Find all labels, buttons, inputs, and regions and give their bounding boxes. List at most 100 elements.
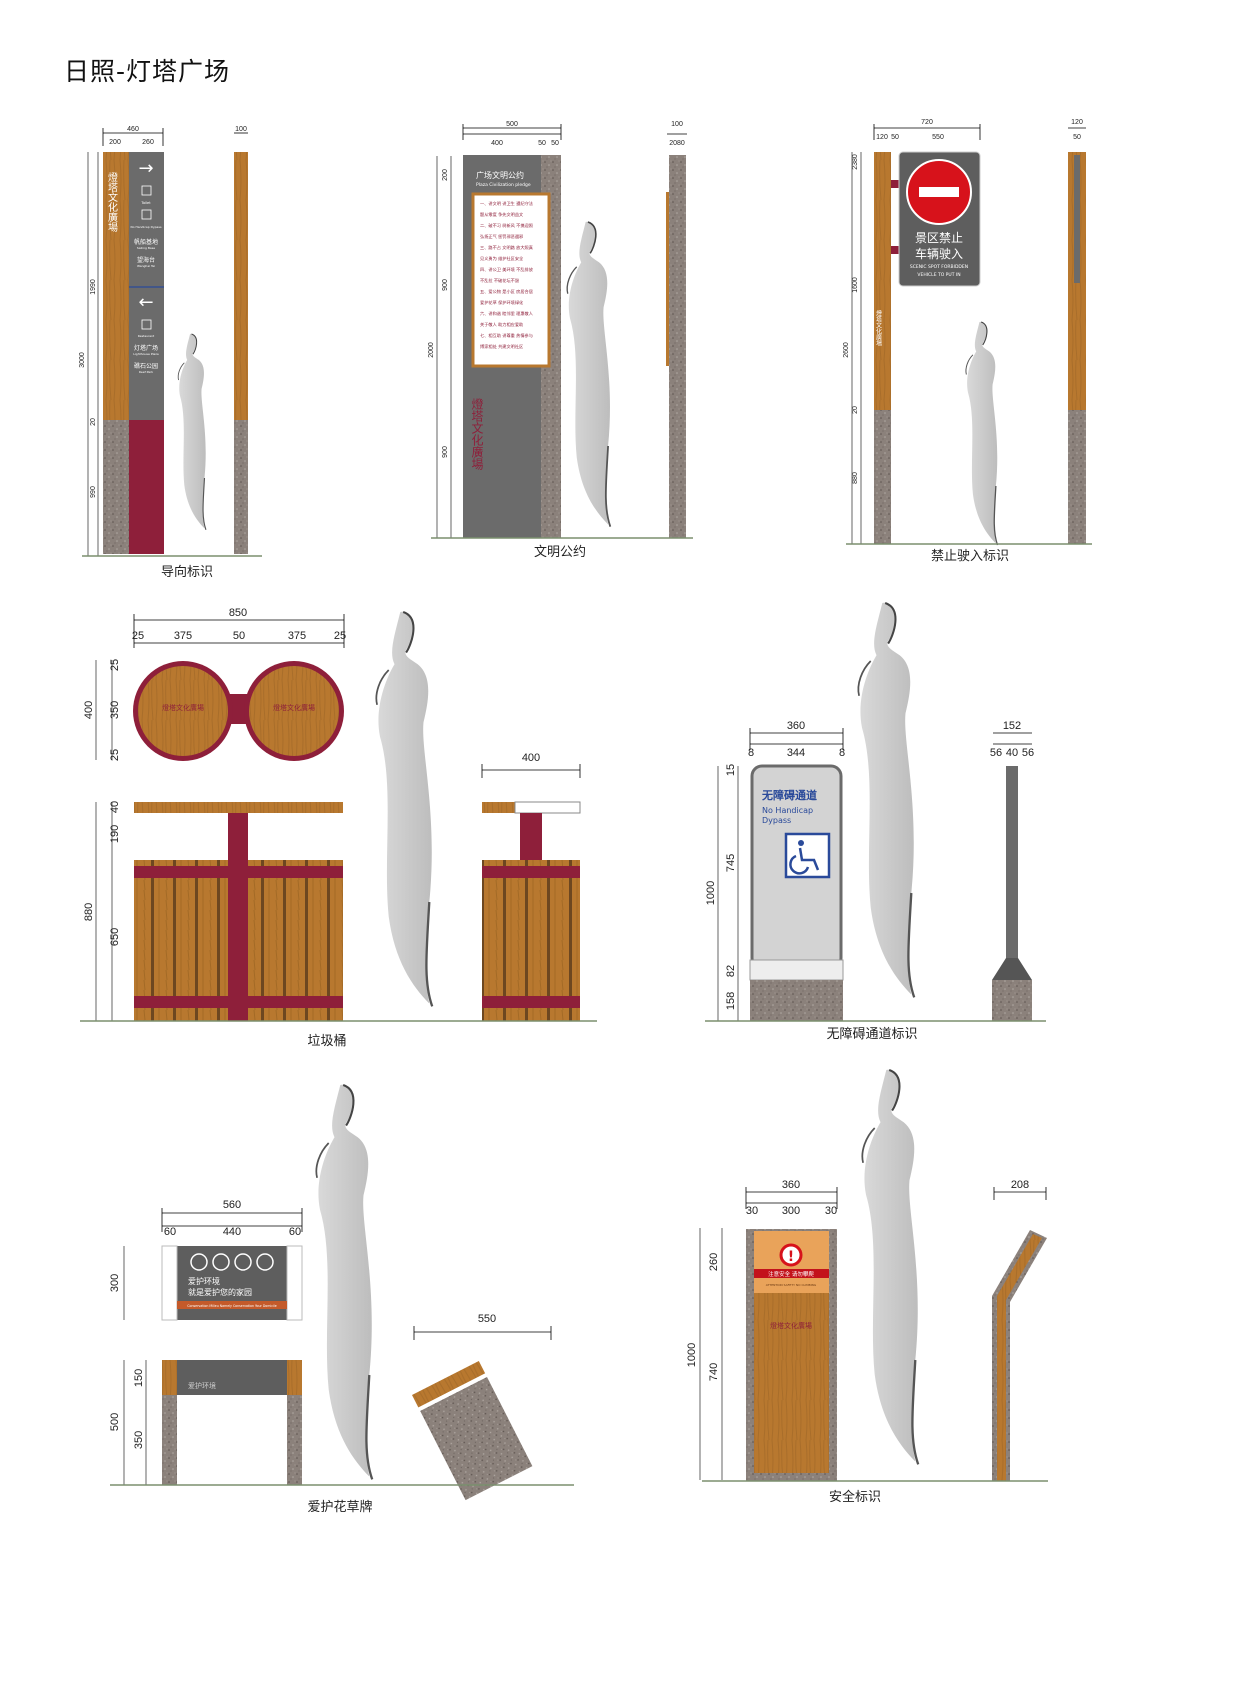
side-wood — [234, 152, 248, 420]
lawn-line1: 爱护环境 — [188, 1276, 220, 1286]
lawn-side — [412, 1360, 533, 1501]
dim-label: 50 — [551, 140, 559, 147]
dim-label: 440 — [223, 1226, 241, 1238]
pledge-line: 六、讲和谐 睦邻里 理惠敬人 — [480, 310, 534, 317]
brand-vertical: 燈塔文化廣場 — [106, 172, 118, 233]
dim-label: 1000 — [705, 881, 717, 905]
pledge-line: 二、破不习 树新风 不携迎照 — [480, 222, 533, 229]
granite-base — [874, 410, 891, 544]
pledge-line: 一、讲文明 讲卫生 遵纪守法 — [480, 200, 533, 207]
dim-label: 550 — [932, 134, 944, 141]
side-granite — [1068, 410, 1086, 544]
lid-brand: 燈塔文化廣場 — [162, 703, 204, 712]
dim-label: 60 — [289, 1226, 301, 1238]
dim-label: 150 — [133, 1369, 145, 1387]
dim-label: 56 — [990, 747, 1002, 759]
caption: 爱护花草牌 — [307, 1499, 372, 1515]
granite-base — [750, 980, 843, 1021]
grey-panel — [129, 152, 164, 420]
dim-label: 500 — [506, 121, 518, 128]
entry-cn: 帆船基地 — [134, 238, 158, 246]
prohibition-icons — [190, 1253, 274, 1271]
exclamation-glyph: ! — [788, 1249, 794, 1265]
lid-brand: 燈塔文化廣場 — [273, 703, 315, 712]
pledge-line: 博家相处 共建文明社区 — [480, 343, 523, 350]
dim-label: 208 — [1011, 1179, 1029, 1191]
entry-en: Reef Park — [139, 370, 153, 374]
dim-label: 15 — [725, 764, 737, 776]
lady-silhouette — [861, 1068, 920, 1466]
dim-label: 350 — [133, 1431, 145, 1449]
dim-label: 50 — [538, 140, 546, 147]
sign-cn: 无障碍通道 — [761, 788, 817, 802]
restaurant-icon — [141, 319, 152, 330]
board-subtitle: Plaza Civilization pledge — [476, 182, 531, 188]
dim-label: 375 — [174, 630, 192, 642]
dim-label: 1000 — [686, 1343, 698, 1367]
pledge-line: 弘扬正气 惩罚邪恶遏邪 — [480, 233, 523, 240]
civility-pledge-sign: 500 400 50 50 100 2080 2000 200 900 900 … — [428, 121, 693, 560]
dim-label: 82 — [725, 965, 737, 977]
dim-label: 25 — [109, 659, 121, 671]
dim-label: 500 — [109, 1413, 121, 1431]
dim-label: 25 — [109, 749, 121, 761]
caption: 垃圾桶 — [307, 1034, 346, 1049]
dim-label: 30 — [825, 1205, 837, 1217]
entry-en: No Handicap Dypass — [130, 225, 162, 229]
dim-label: 745 — [725, 854, 737, 872]
caption: 安全标识 — [829, 1489, 881, 1505]
dim-label: 300 — [109, 1274, 121, 1292]
dim-label: 200 — [442, 169, 449, 181]
dim-label: 1990 — [90, 279, 97, 295]
pledge-line: 五、爱公物 是小区 房居合居 — [480, 288, 533, 295]
accessible-icon — [141, 209, 152, 220]
dim-label: 200 — [109, 139, 121, 146]
dim-label: 152 — [1003, 720, 1021, 732]
caption: 导向标识 — [161, 564, 213, 580]
dim-label: 120 — [876, 134, 888, 141]
dim-label: 8 — [839, 747, 845, 759]
pledge-board — [471, 192, 551, 368]
brand-vertical: 燈塔文化廣場 — [470, 397, 484, 471]
entry-en: Sailing Base — [137, 246, 155, 250]
accessible-path-sign: 360 8 344 8 152 56 40 56 1000 15 745 82 … — [705, 601, 1046, 1042]
arrow-left-icon: ← — [138, 292, 153, 313]
warning-en: ATTENTION SAFETY NO CLIMBING — [766, 1283, 817, 1287]
entry-cn: 礁石公园 — [134, 362, 158, 370]
warning-icon — [779, 1243, 803, 1267]
dim-label: 2380 — [852, 154, 859, 170]
lady-silhouette — [177, 333, 207, 531]
pledge-line: 关于敬人 助力相应爱助 — [480, 321, 523, 328]
arrow-right-icon: → — [138, 158, 153, 179]
caption: 文明公约 — [534, 545, 586, 560]
entry-en: Lighthouse Plaza — [133, 352, 159, 356]
dim-label: 260 — [708, 1253, 720, 1271]
dim-label: 880 — [852, 472, 859, 484]
dim-label: 460 — [127, 126, 139, 133]
dim-label: 260 — [142, 139, 154, 146]
toilet-icon — [141, 185, 152, 196]
page-title: 日照-灯塔广场 — [64, 57, 231, 86]
center-post — [228, 813, 248, 1021]
lawn-line1: 爱护环境 — [188, 1381, 216, 1390]
sign-en: VEHICLE TO PUT IN — [917, 272, 960, 278]
dim-label: 56 — [1022, 747, 1034, 759]
dim-label: 720 — [921, 119, 933, 126]
dim-label: 100 — [671, 121, 683, 128]
dim-label: 650 — [109, 928, 121, 946]
dim-label: 2080 — [669, 140, 685, 147]
pledge-line: 三、路不占 文明路 放大照真 — [480, 244, 533, 251]
dim-label: 350 — [109, 701, 121, 719]
side-granite — [234, 420, 248, 554]
dim-label: 850 — [229, 607, 247, 619]
dim-label: 20 — [90, 418, 97, 426]
lawn-care-sign: 560 60 440 60 300 爱护环境 就是爱护您的家园 Conserva… — [109, 1083, 574, 1515]
dim-label: 990 — [90, 486, 97, 498]
safety-brand: 燈塔文化廣場 — [770, 1321, 812, 1330]
dim-label: 400 — [522, 752, 540, 764]
dim-label: 344 — [787, 747, 805, 759]
lady-silhouette — [965, 321, 999, 546]
lawn-line2: 就是爱护您的家园 — [188, 1287, 252, 1297]
bin-body — [248, 860, 343, 1021]
